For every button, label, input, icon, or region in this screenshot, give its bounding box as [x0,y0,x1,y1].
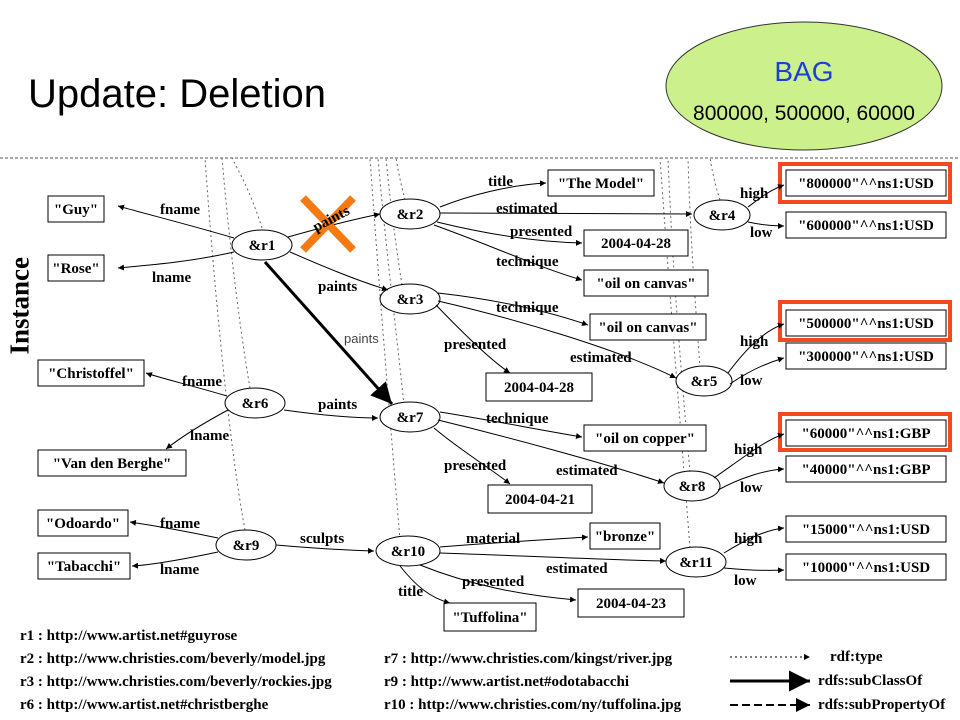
deletion-cross [300,195,356,253]
literal-date-2: 2004-04-28 [504,380,574,396]
edge-label-presented-r3: presented [444,337,507,353]
node-r6: &r6 [242,396,269,412]
node-r7: &r7 [397,410,424,426]
literal-christoffel: "Christoffel" [48,366,134,382]
literal-guy: "Guy" [54,202,98,218]
node-r10: &r10 [391,544,425,560]
edge-label-fname-r6: fname [182,374,222,390]
node-r8: &r8 [679,479,706,495]
literal-the-model: "The Model" [558,176,644,192]
literal-15000: "15000"^^ns1:USD [802,522,930,538]
literal-500000: "500000"^^ns1:USD [798,316,934,332]
legend-subpropertyof: rdfs:subPropertyOf [818,697,946,713]
edge-label-estimated-r2: estimated [496,201,558,217]
edge-label-low-r8: low [740,480,763,496]
uri-r10: r10 : http://www.christies.com/ny/tuffol… [384,697,682,713]
literal-date-3: 2004-04-21 [505,492,575,508]
legend-lines [730,654,810,712]
bag-ellipse [665,21,943,151]
edge-label-material: material [466,531,520,547]
edge-label-lname-r1: lname [152,270,192,286]
literal-rose: "Rose" [52,261,99,277]
uri-r9: r9 : http://www.artist.net#odotabacchi [384,674,629,690]
edge-label-high-r11: high [734,531,763,547]
resource-nodes [215,198,751,578]
literal-odoardo: "Odoardo" [46,516,120,532]
edge-label-title-r10: title [398,584,423,600]
uri-r7: r7 : http://www.christies.com/kingst/riv… [384,651,673,667]
node-r9: &r9 [233,538,260,554]
edge-label-fname-r1: fname [160,202,200,218]
node-r4: &r4 [709,208,736,224]
edge-label-paints-r6: paints [318,397,357,413]
edge-label-title-r2: title [488,174,513,190]
edge-label-presented-r2: presented [510,224,573,240]
edge-label-lname-r9: lname [160,562,200,578]
edge-label-presented-r7: presented [444,458,507,474]
uri-r3: r3 : http://www.christies.com/beverly/ro… [20,674,332,690]
page-title: Update: Deletion [28,72,326,116]
literal-van-den-berghe: "Van den Berghe" [53,456,172,472]
legend-rdf-type: rdf:type [830,649,883,665]
bag-values: 800000, 500000, 60000 [693,102,915,125]
edge-label-estimated-r7: estimated [556,463,618,479]
uri-legend: r1 : http://www.artist.net#guyrose r2 : … [0,624,960,720]
edge-label-low-r5: low [740,373,763,389]
bag-callout: BAG 800000, 500000, 60000 [664,20,944,152]
edge-label-high-r4: high [740,186,769,202]
literal-date-4: 2004-04-23 [596,596,666,612]
literal-boxes [37,169,947,632]
uri-r6: r6 : http://www.artist.net#christberghe [20,697,269,713]
literal-tabacchi: "Tabacchi" [47,559,121,575]
edge-label-technique-r2: technique [496,254,559,270]
literal-oil-copper: "oil on copper" [595,431,695,447]
literal-date-1: 2004-04-28 [601,236,671,252]
edge-label-technique-r7: technique [486,411,549,427]
node-r11: &r11 [679,555,712,571]
edge-label-estimated-r10: estimated [546,561,608,577]
uri-r2: r2 : http://www.christies.com/beverly/mo… [20,651,326,667]
edge-label-low-r11: low [734,573,757,589]
edge-label-lname-r6: lname [190,428,230,444]
literal-tuffolina: "Tuffolina" [452,610,527,626]
edge-label-paints-r3: paints [318,279,357,295]
edge-label-sculpts: sculpts [300,531,344,547]
edge-label-new-paints: paints [344,331,379,346]
edge-arrows [117,180,785,605]
uri-r1: r1 : http://www.artist.net#guyrose [20,628,238,644]
new-paints-arrow [263,261,394,405]
legend-subclassof: rdfs:subClassOf [818,673,923,689]
edge-label-fname-r9: fname [160,516,200,532]
edge-label-high-r5: high [740,334,769,350]
literal-800000: "800000"^^ns1:USD [798,176,934,192]
literal-300000: "300000"^^ns1:USD [798,349,934,365]
literal-10000: "10000"^^ns1:USD [802,560,930,576]
literal-40000: "40000"^^ns1:GBP [801,462,930,478]
node-r2: &r2 [397,207,424,223]
edge-label-presented-r10: presented [462,574,525,590]
literal-oil-canvas-2: "oil on canvas" [598,320,697,336]
deletion-highlights [778,162,952,452]
edge-label-estimated-r3: estimated [570,350,632,366]
literal-bronze: "bronze" [595,529,656,545]
bag-title: BAG [774,56,834,87]
node-r1: &r1 [249,238,276,254]
edge-label-technique-r3: technique [496,300,559,316]
type-lines [204,157,721,549]
literal-60000: "60000"^^ns1:GBP [801,426,930,442]
edge-label-low-r4: low [750,225,773,241]
literal-oil-canvas-1: "oil on canvas" [596,276,695,292]
literal-600000: "600000"^^ns1:USD [798,218,934,234]
node-r3: &r3 [397,292,424,308]
edge-label-high-r8: high [734,442,763,458]
node-r5: &r5 [691,374,718,390]
